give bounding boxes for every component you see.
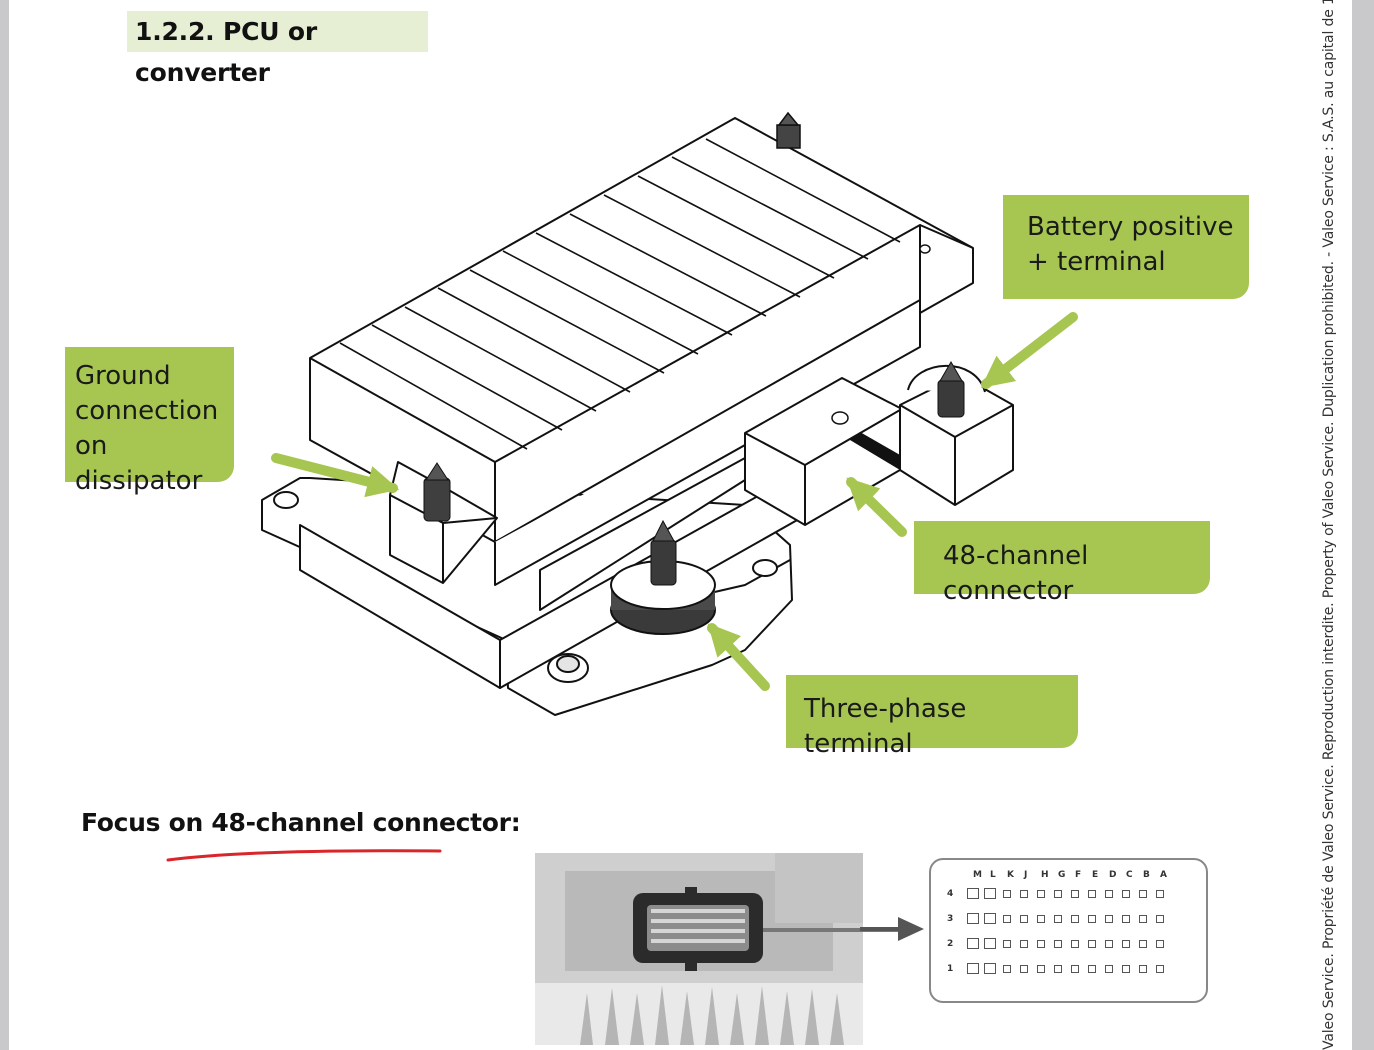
callout-ground-connection: Ground connection on dissipator <box>65 347 234 496</box>
pinout-pin <box>1088 890 1096 898</box>
pinout-pin <box>1020 965 1028 973</box>
callout-battery-line-1: Battery positive <box>1027 212 1234 242</box>
callout-ground-line-3: on dissipator <box>75 431 203 496</box>
pinout-pin <box>1156 915 1164 923</box>
pinout-pin <box>1139 965 1147 973</box>
pinout-row-label: 1 <box>947 964 954 974</box>
pinout-pin <box>1122 965 1130 973</box>
pinout-pin <box>1037 965 1045 973</box>
pinout-pin <box>1088 915 1096 923</box>
pinout-column-label: E <box>1092 870 1099 880</box>
pinout-pin <box>1139 890 1147 898</box>
page-edge-right <box>1352 0 1374 1050</box>
pinout-pin <box>1156 890 1164 898</box>
pinout-pin <box>1156 965 1164 973</box>
pinout-pin <box>1003 940 1011 948</box>
page-edge-left <box>0 0 9 1050</box>
pinout-column-label: M <box>973 870 982 880</box>
pinout-pin <box>1003 965 1011 973</box>
callout-three-phase-terminal: Three-phase terminal <box>786 675 1078 759</box>
pinout-pin <box>967 963 979 974</box>
pinout-pin <box>1122 940 1130 948</box>
pinout-pin <box>967 938 979 949</box>
pinout-pin <box>1020 915 1028 923</box>
pinout-pin <box>1071 965 1079 973</box>
connector-photo <box>535 853 898 1045</box>
pinout-rows: 4 3 2 1 <box>947 888 1197 998</box>
pinout-pin <box>984 888 996 899</box>
pinout-pin <box>1105 915 1113 923</box>
pinout-column-label: F <box>1075 870 1082 880</box>
focus-title: Focus on 48-channel connector: <box>81 808 521 837</box>
callout-ground-line-2: connection <box>75 396 219 426</box>
pinout-pin <box>1071 915 1079 923</box>
pinout-pin <box>1054 965 1062 973</box>
pinout-pin <box>1071 890 1079 898</box>
callout-battery-positive-terminal: Battery positive + terminal <box>1003 195 1249 299</box>
pinout-pin <box>1156 940 1164 948</box>
pinout-pin <box>1054 890 1062 898</box>
pinout-pin <box>1088 940 1096 948</box>
pinout-column-label: K <box>1007 870 1014 880</box>
pinout-pin <box>984 913 996 924</box>
pinout-pin <box>1003 890 1011 898</box>
callout-ground-line-1: Ground <box>75 361 171 391</box>
pinout-pin <box>1020 940 1028 948</box>
pinout-column-label: J <box>1024 870 1028 880</box>
pinout-column-label: L <box>990 870 996 880</box>
pinout-pin <box>1122 890 1130 898</box>
pinout-column-label: B <box>1143 870 1150 880</box>
callout-48-channel-connector: 48-channel connector <box>914 521 1210 606</box>
section-title: 1.2.2. PCU or converter <box>127 11 428 87</box>
pinout-column-label: A <box>1160 870 1167 880</box>
pinout-pin <box>1037 940 1045 948</box>
pinout-pin <box>1105 890 1113 898</box>
pinout-pin <box>1054 940 1062 948</box>
pinout-pin <box>1105 965 1113 973</box>
pinout-pin <box>1139 915 1147 923</box>
pinout-pin <box>1105 940 1113 948</box>
pinout-row-label: 3 <box>947 914 954 924</box>
pinout-pin <box>1037 915 1045 923</box>
pinout-pin <box>1020 890 1028 898</box>
pinout-row-label: 2 <box>947 939 954 949</box>
pinout-pin <box>1122 915 1130 923</box>
pinout-column-label: G <box>1058 870 1066 880</box>
side-copyright-notice: Valeo Service. Propriété de Valeo Servic… <box>1321 0 1337 1050</box>
pinout-column-label: D <box>1109 870 1117 880</box>
pinout-pin <box>967 888 979 899</box>
pinout-pin <box>1003 915 1011 923</box>
pcu-illustration <box>261 111 1078 716</box>
pinout-column-label: C <box>1126 870 1133 880</box>
pinout-row-label: 4 <box>947 889 954 899</box>
pinout-pin <box>1088 965 1096 973</box>
callout-battery-line-2: + terminal <box>1027 247 1166 277</box>
pinout-pin <box>1037 890 1045 898</box>
pinout-pin <box>967 913 979 924</box>
pinout-pin <box>984 938 996 949</box>
pinout-pin <box>1139 940 1147 948</box>
pinout-column-label: H <box>1041 870 1049 880</box>
pinout-pin <box>1054 915 1062 923</box>
pinout-pin <box>984 963 996 974</box>
pinout-pin <box>1071 940 1079 948</box>
